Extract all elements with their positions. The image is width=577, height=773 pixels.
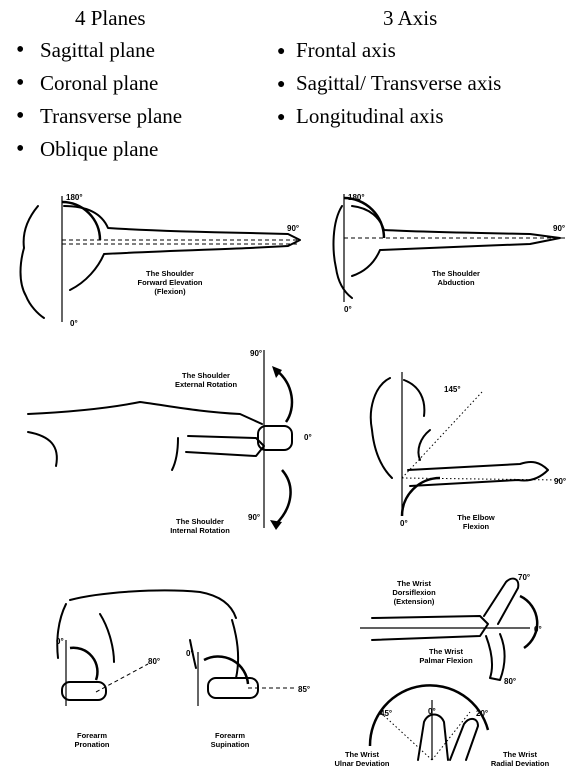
- abduction-arc: [344, 198, 384, 238]
- shoulder-flexion-figure: 180° 90° 0° The Shoulder Forward Elevati…: [21, 193, 301, 328]
- degree-label: 80°: [504, 677, 516, 686]
- figure-caption: The Wrist: [503, 750, 538, 759]
- flexion-arc: [62, 202, 100, 240]
- figure-caption: The Wrist: [429, 647, 464, 656]
- arm-left-inner: [100, 614, 114, 662]
- figure-caption: Flexion: [463, 522, 490, 531]
- degree-label: 0°: [534, 625, 542, 634]
- deviated-hand-outline: [450, 719, 478, 760]
- wrist-flexion-figure: 70° 0° 80° The Wrist Dorsiflexion (Exten…: [360, 573, 542, 686]
- degree-label: 180°: [66, 193, 83, 202]
- arm-outline: [352, 206, 560, 276]
- figure-caption: The Elbow: [457, 513, 495, 522]
- degree-label: 0°: [344, 305, 352, 314]
- biceps-outline: [418, 430, 430, 460]
- figure-caption: Internal Rotation: [170, 526, 230, 535]
- figure-caption: Forearm: [77, 731, 107, 740]
- degree-label: 85°: [298, 685, 310, 694]
- external-rotation-arc: [276, 370, 292, 422]
- degree-label: 0°: [186, 649, 194, 658]
- forearm-rotation-figure: 0° 80° 0° 85° Forearm Pronation Forearm …: [56, 590, 310, 749]
- degree-label: 90°: [250, 349, 262, 358]
- shoulders-outline: [70, 590, 236, 618]
- figure-caption: Abduction: [437, 278, 474, 287]
- figure-caption: The Wrist: [345, 750, 380, 759]
- figure-caption: The Shoulder: [146, 269, 194, 278]
- figure-caption: Pronation: [75, 740, 110, 749]
- figure-caption: The Shoulder: [182, 371, 230, 380]
- wrist-arc: [520, 596, 537, 648]
- arm-right-outline: [232, 620, 238, 678]
- degree-label: 0°: [56, 637, 64, 646]
- arrowhead: [272, 366, 282, 378]
- arm-left-outline: [57, 604, 66, 658]
- degree-label: 0°: [400, 519, 408, 528]
- degree-label: 80°: [148, 657, 160, 666]
- figure-caption: Supination: [211, 740, 250, 749]
- shoulder-rotation-figure: 90° 0° 90° The Shoulder External Rotatio…: [28, 349, 312, 535]
- arrowhead: [270, 520, 282, 530]
- figure-caption: Radial Deviation: [491, 759, 550, 768]
- internal-rotation-arc: [276, 470, 291, 524]
- torso-outline: [334, 206, 352, 298]
- pronation-hand: [62, 682, 106, 700]
- torso-outline: [172, 438, 178, 470]
- pronation-ray: [96, 664, 148, 692]
- degree-label: 0°: [70, 319, 78, 328]
- degree-label: 90°: [248, 513, 260, 522]
- figure-caption: The Wrist: [397, 579, 432, 588]
- degree-label: 0°: [428, 707, 436, 716]
- shoulders-outline: [28, 402, 262, 424]
- degree-label: 90°: [554, 477, 566, 486]
- hand-outline: [418, 715, 448, 761]
- degree-label: 45°: [380, 709, 392, 718]
- wrist-deviation-figure: 45° 0° 20° The Wrist Ulnar Deviation The…: [334, 685, 549, 768]
- degree-label: 0°: [304, 433, 312, 442]
- figure-caption: The Shoulder: [432, 269, 480, 278]
- elbow-flexion-figure: 145° 90° 0° The Elbow Flexion: [371, 372, 566, 531]
- figure-caption: Forward Elevation: [137, 278, 202, 287]
- flexion-ray: [402, 392, 482, 478]
- degree-label: 180°: [348, 193, 365, 202]
- figure-caption: Palmar Flexion: [419, 656, 473, 665]
- upper-arm-outline: [371, 378, 392, 478]
- degree-label: 70°: [518, 573, 530, 582]
- degree-label: 145°: [444, 385, 461, 394]
- radial-ray: [432, 712, 470, 760]
- extended-hand: [484, 579, 518, 624]
- shoulder-abduction-figure: 180° 90° 0° The Shoulder Abduction: [334, 193, 568, 314]
- figure-caption: (Flexion): [154, 287, 186, 296]
- figure-caption: Ulnar Deviation: [334, 759, 389, 768]
- ulnar-ray: [380, 712, 432, 760]
- figure-caption: External Rotation: [175, 380, 238, 389]
- arm-left-outline: [28, 432, 57, 466]
- degree-label: 90°: [287, 224, 299, 233]
- forearm-outline: [408, 462, 548, 486]
- forearm-outline: [186, 436, 264, 456]
- pronation-arc: [70, 648, 97, 680]
- torso-outline: [21, 206, 45, 318]
- figure-caption: (Extension): [394, 597, 435, 606]
- shoulder-outline: [404, 380, 424, 416]
- degree-label: 20°: [476, 709, 488, 718]
- figure-caption: The Shoulder: [176, 517, 224, 526]
- flexed-hand: [486, 634, 505, 680]
- degree-label: 90°: [553, 224, 565, 233]
- figure-caption: Forearm: [215, 731, 245, 740]
- figure-caption: Dorsiflexion: [392, 588, 436, 597]
